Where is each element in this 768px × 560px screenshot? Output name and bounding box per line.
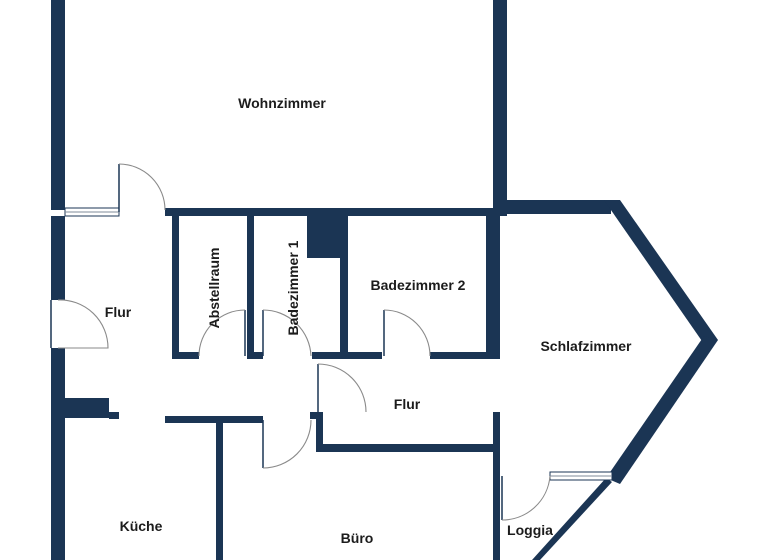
wall-loggia-diagonal	[532, 478, 612, 560]
label-kueche: Küche	[120, 518, 163, 534]
door-buero-swing	[262, 419, 312, 469]
wall-badezimmer1-bottom-left	[247, 352, 263, 359]
label-flur-center: Flur	[394, 396, 421, 412]
wall-schlafzimmer-top	[493, 200, 611, 214]
wall-schlafzimmer-left-lower	[493, 412, 500, 560]
label-buero: Büro	[341, 530, 374, 546]
wall-wohnzimmer-right	[493, 0, 507, 214]
room-labels: Wohnzimmer Flur Abstellraum Badezimmer 1…	[105, 95, 632, 546]
wall-badezimmer1-right	[340, 216, 348, 358]
door-entrance-swing	[57, 299, 109, 349]
wall-kitchen-top	[109, 412, 119, 419]
label-badezimmer1: Badezimmer 1	[285, 240, 301, 335]
wall-badezimmer2-right-thick	[493, 214, 500, 358]
wall-flur-center-bottom	[316, 444, 500, 452]
wall-left-exterior-upper	[51, 0, 65, 210]
wall-badezimmer1-bottom-right	[312, 352, 382, 359]
wall-badezimmer2-bottom-right	[430, 352, 500, 359]
door-loggia-swing	[501, 475, 551, 521]
wall-badezimmer2-right	[486, 216, 493, 358]
wall-kitchen-buero-divider	[216, 416, 223, 560]
door-wohnzimmer-swing	[118, 163, 166, 211]
label-schlafzimmer: Schlafzimmer	[540, 338, 632, 354]
label-abstellraum: Abstellraum	[206, 248, 222, 329]
wall-wohnzimmer-bottom	[165, 208, 507, 216]
wall-schlafzimmer-angle-upper	[604, 200, 718, 344]
wall-kitchen-buero-top	[165, 416, 263, 423]
wall-left-exterior-middle	[51, 216, 65, 300]
label-flur-left: Flur	[105, 304, 132, 320]
wall-schlafzimmer-angle-lower	[606, 336, 718, 484]
doors	[50, 163, 551, 521]
wall-flur-center-left	[316, 412, 323, 450]
wall-kitchen-block	[51, 398, 109, 418]
door-badezimmer2-swing	[383, 309, 431, 357]
door-abstellraum-swing	[198, 309, 246, 357]
wall-left-exterior-lower	[51, 348, 65, 560]
wall-abstellraum-right	[247, 216, 254, 358]
walls	[51, 0, 718, 560]
wall-abstellraum-left	[172, 216, 179, 358]
label-wohnzimmer: Wohnzimmer	[238, 95, 326, 111]
shaft-block	[307, 216, 343, 258]
label-loggia: Loggia	[507, 522, 553, 538]
door-badezimmer1-swing	[262, 309, 312, 357]
label-badezimmer2: Badezimmer 2	[371, 277, 466, 293]
wall-buero-top-right	[310, 412, 320, 419]
door-flur-center-swing	[317, 363, 367, 413]
wall-abstellraum-bottom-left	[172, 352, 199, 359]
